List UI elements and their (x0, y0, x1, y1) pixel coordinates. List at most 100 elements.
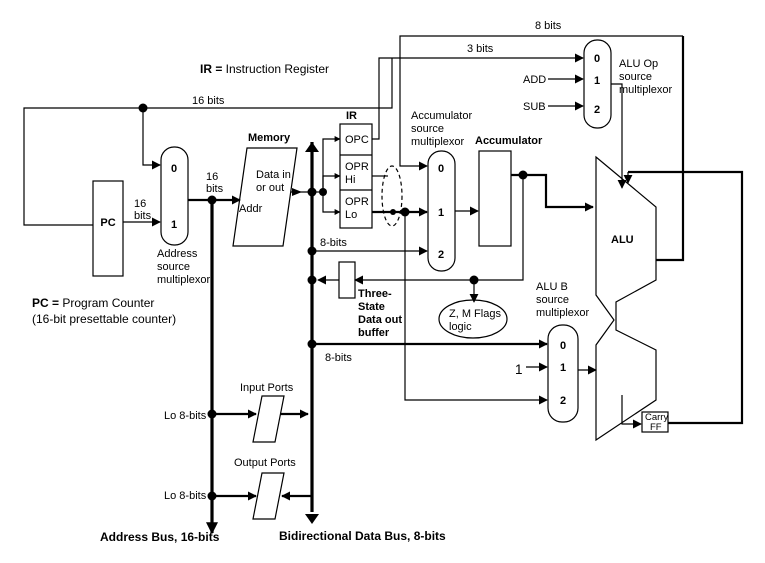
junction-output-ports (207, 491, 217, 501)
wire-pc-loop (23, 58, 393, 226)
acc-mux-in-2: 2 (438, 249, 444, 261)
data-bus-label: Bidirectional Data Bus, 8-bits (279, 529, 446, 543)
bits16-pc-label-2: bits (134, 210, 152, 222)
wire-alu-to-carry (621, 395, 642, 429)
wire-to-opr-lo (322, 192, 341, 215)
accumulator-title: Accumulator (475, 135, 543, 147)
wire-opc-3bits (372, 53, 584, 140)
ir-legend: IR = Instruction Register (200, 62, 329, 76)
three-state-buffer (338, 261, 356, 299)
alub-mux-label-1: ALU B (536, 281, 568, 293)
lo8-in-label: Lo 8-bits (164, 410, 207, 422)
junction-bus-acc-mux (307, 246, 317, 256)
addr-mux-label-1: Address (157, 248, 198, 260)
output-ports-label: Output Ports (234, 457, 296, 469)
pc-legend: PC = Program Counter (32, 296, 154, 310)
wire-to-opc (322, 136, 341, 192)
pc-label: PC (100, 217, 115, 229)
memory-title: Memory (248, 132, 291, 144)
alub-mux-label-3: multiplexor (536, 307, 590, 319)
data-bus-bottom-arrow (305, 514, 319, 524)
aluop-mux-label-3: multiplexor (619, 84, 673, 96)
alub-mux-in-0: 0 (560, 340, 566, 352)
junction-opr-lo-2 (390, 209, 396, 215)
wire-alu-to-acc-mux-0 (399, 35, 683, 171)
ir-opr-lo-1: OPR (345, 196, 369, 208)
alu-block (595, 155, 657, 442)
memory-addr-label: Addr (239, 203, 263, 215)
carry-label-2: FF (650, 422, 662, 433)
pc-legend-sub: (16-bit presettable counter) (32, 312, 176, 326)
bits16-pc-label-1: 16 (134, 198, 146, 210)
acc-mux-label-2: source (411, 123, 444, 135)
wire-to-opr-hi (322, 173, 341, 192)
wire-aluop-to-alu (611, 83, 627, 189)
sub-label: SUB (523, 101, 546, 113)
input-ports (252, 395, 285, 443)
bits3-label: 3 bits (467, 43, 494, 55)
alu-label: ALU (611, 234, 634, 246)
buffer-label-1: Three- (358, 288, 392, 300)
flags-logic (438, 299, 508, 339)
wire-alu-out (656, 36, 685, 262)
junction-input-ports (207, 409, 217, 419)
output-ports (252, 472, 285, 520)
carry-ff (641, 411, 669, 433)
junction-bus-alub (307, 339, 317, 349)
addr-mux-in-1: 1 (171, 219, 177, 231)
program-counter (92, 180, 124, 277)
lo8-out-label: Lo 8-bits (164, 490, 207, 502)
addr-mux-in-0: 0 (171, 163, 177, 175)
ir-opr-hi-2: Hi (345, 174, 355, 186)
wire-acc-to-alu-a (511, 173, 594, 212)
bits8-a-label: 8-bits (320, 237, 347, 249)
wire-acc-feedback (474, 175, 524, 281)
data-bus-top-arrow (305, 142, 319, 152)
ir-opr-hi-1: OPR (345, 161, 369, 173)
ir-opr-lo-2: Lo (345, 209, 357, 221)
add-label: ADD (523, 74, 546, 86)
accumulator-register (478, 150, 512, 247)
acc-mux-in-0: 0 (438, 163, 444, 175)
const-one-label: 1 (515, 362, 523, 377)
flags-label-2: logic (449, 321, 472, 333)
alu-b-source-mux (547, 324, 579, 423)
acc-mux-in-1: 1 (438, 207, 444, 219)
acc-mux-label-3: multiplexor (411, 136, 465, 148)
aluop-mux-label-1: ALU Op (619, 58, 658, 70)
memory-block (232, 147, 298, 247)
opr-16bit-grouping (381, 165, 403, 227)
junction-buffer-bus (307, 275, 317, 285)
flags-label-1: Z, M Flags (449, 308, 501, 320)
memory-data-label-1: Data in (256, 169, 291, 181)
addr-mux-label-3: multiplexor (157, 274, 211, 286)
buffer-label-2: State (358, 301, 385, 313)
input-ports-label: Input Ports (240, 382, 294, 394)
carry-label-1: Carry (645, 412, 668, 423)
buffer-label-4: buffer (358, 327, 390, 339)
wire-opr-lo-to-alub-2 (404, 212, 548, 405)
buffer-label-3: Data out (358, 314, 402, 326)
aluop-mux-in-2: 2 (594, 104, 600, 116)
aluop-mux-in-0: 0 (594, 53, 600, 65)
addr-mux-label-2: source (157, 261, 190, 273)
bits16-mux-label-1: 16 (206, 171, 218, 183)
aluop-mux-label-2: source (619, 71, 652, 83)
aluop-mux-in-1: 1 (594, 75, 600, 87)
wire-carry-loop (628, 170, 744, 425)
ir-opc: OPC (345, 134, 369, 146)
address-source-mux (160, 146, 189, 246)
bits8-b-label: 8-bits (325, 352, 352, 364)
address-bus-label: Address Bus, 16-bits (100, 530, 220, 544)
ir-title: IR (346, 110, 357, 122)
alub-mux-label-2: source (536, 294, 569, 306)
wire-to-addr-mux-0 (142, 108, 161, 170)
bits16-mux-label-2: bits (206, 183, 224, 195)
memory-data-arrow (292, 188, 302, 196)
bits16-top-label: 16 bits (192, 95, 225, 107)
acc-mux-label-1: Accumulator (411, 110, 472, 122)
junction-address-bus (207, 195, 217, 205)
memory-data-label-2: or out (256, 182, 284, 194)
